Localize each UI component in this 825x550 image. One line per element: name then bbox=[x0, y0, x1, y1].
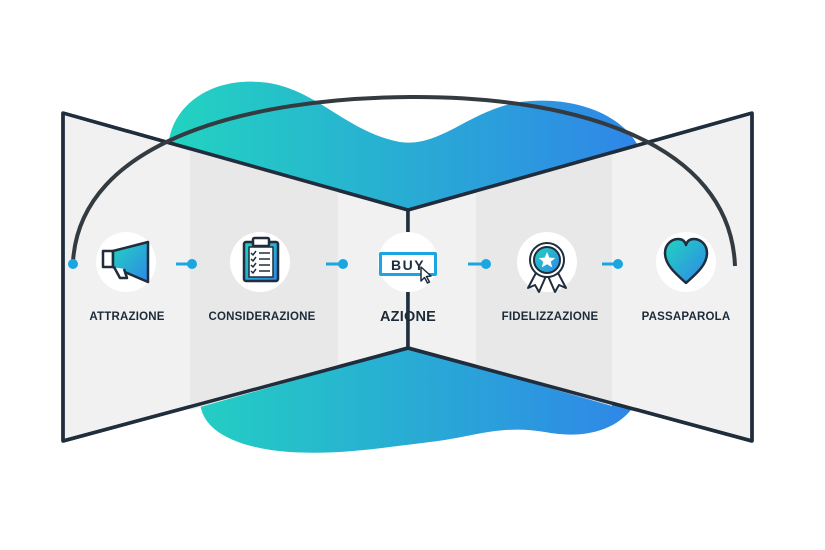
clipboard-icon bbox=[242, 236, 280, 283]
step-label-azione: AZIONE bbox=[380, 309, 436, 325]
buy-badge-text: BUY bbox=[391, 257, 425, 273]
megaphone-icon bbox=[101, 240, 150, 284]
connector-dots bbox=[68, 259, 623, 269]
award-ribbon-icon bbox=[527, 242, 567, 293]
panel-outline bbox=[61, 111, 754, 443]
step-label-passaparola: PASSAPAROLA bbox=[641, 311, 731, 323]
step-label-considerazione: CONSIDERAZIONE bbox=[208, 311, 316, 323]
buy-button-icon: BUY bbox=[379, 252, 437, 284]
step-label-attrazione: ATTRAZIONE bbox=[89, 311, 165, 323]
heart-icon bbox=[663, 237, 709, 285]
journey-arc bbox=[71, 94, 737, 267]
step-label-fidelizzazione: FIDELIZZAZIONE bbox=[501, 311, 599, 323]
